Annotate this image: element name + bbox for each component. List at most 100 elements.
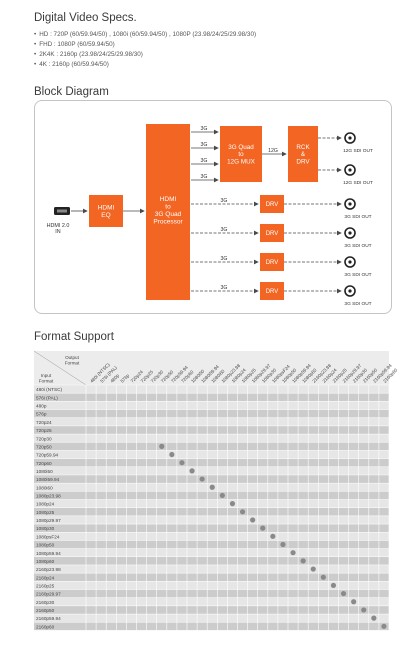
table-row-bg [34, 393, 389, 402]
supported-format-dot [179, 460, 185, 466]
12g-sdi-connector-icon-0 [344, 132, 356, 144]
input-format-label: 720p59.94 [36, 453, 59, 458]
input-format-label: 1080i60 [36, 485, 53, 490]
supported-format-dot [219, 492, 225, 499]
table-row-bg [34, 581, 389, 590]
supported-format-dot [320, 574, 326, 580]
table-row-bg [34, 499, 389, 508]
spec-item-hd: HD : 720P (60/59.94/50) , 1080i (60/59.9… [34, 30, 256, 40]
block-diagram-frame [34, 100, 392, 314]
input-format-label: 1080psF24 [36, 534, 60, 539]
table-row-bg [34, 597, 389, 606]
input-format-label: 480i (NTSC) [36, 387, 62, 392]
3g-sdi-connector-icon-1-pin [348, 231, 352, 235]
supported-format-dot [169, 451, 175, 458]
input-format-label: 2160p59.94 [36, 616, 61, 621]
link-3g-label-drv-3: 3G [221, 285, 228, 291]
input-format-label: 1080p24 [36, 502, 55, 507]
supported-format-dot [189, 468, 195, 474]
table-row-bg [34, 458, 389, 467]
input-format-label: 720p60 [36, 461, 52, 466]
input-format-label: 1080p30 [36, 526, 55, 531]
12g-sdi-out-label-0: 12G SDI OUT [343, 148, 373, 154]
input-format-label: 720p50 [36, 444, 52, 449]
input-format-label: 720p25 [36, 428, 52, 433]
spec-item-2k4k: 2K4K : 2160p (23.98/24/25/29.98/30) [34, 50, 256, 60]
supported-format-dot [199, 476, 205, 482]
12g-sdi-connector-icon-1 [344, 164, 356, 176]
3g-sdi-out-label-0: 3G SDI OUT [344, 214, 371, 220]
supported-format-dot [239, 509, 246, 515]
supported-format-dot [229, 501, 236, 507]
input-format-label: 576i (PAL) [36, 395, 58, 400]
table-row-bg [34, 524, 389, 533]
supported-format-dot [209, 484, 215, 490]
3g-sdi-out-label-2: 3G SDI OUT [344, 272, 371, 278]
12g-sdi-out-label-1: 12G SDI OUT [343, 180, 373, 186]
drv-block-1 [260, 224, 284, 242]
hdmi-eq-block [89, 195, 123, 227]
drv-block-3 [260, 282, 284, 300]
output-format-header: 480p [109, 373, 120, 384]
specs-title: Digital Video Specs. [34, 12, 137, 24]
link-3g-label-drv-2: 3G [221, 256, 228, 262]
input-format-label: 2160p23.98 [36, 567, 61, 572]
link-3g-label-mux-3: 3G [201, 174, 208, 180]
input-format-label: 1080p59.94 [36, 551, 61, 556]
table-row-bg [34, 409, 389, 418]
table-row-bg [34, 564, 389, 574]
supported-format-dot [330, 582, 337, 589]
rck-drv-label: RCK&DRV [296, 144, 310, 165]
drv-block-2 [260, 253, 284, 271]
table-row-bg [34, 605, 389, 615]
table-row-bg [34, 434, 389, 443]
link-12g-label: 12G [268, 148, 278, 154]
table-row-bg [34, 491, 389, 500]
table-row-bg [34, 474, 389, 484]
supported-format-dot [381, 623, 387, 629]
format-header-bg [34, 351, 389, 385]
spec-item-4k: 4K : 2160p (60/59.94/50) [34, 60, 256, 70]
supported-format-dot [361, 607, 367, 613]
supported-format-dot [300, 558, 306, 564]
input-format-label: 1080p50 [36, 543, 55, 548]
3g-sdi-connector-icon-3-pin [348, 289, 352, 293]
12g-sdi-connector-icon-0-pin [348, 136, 352, 140]
3g-sdi-connector-icon-1 [344, 227, 356, 239]
supported-format-dot [280, 541, 286, 548]
input-format-label: 2160p60 [36, 624, 55, 629]
3g-sdi-out-label-1: 3G SDI OUT [344, 243, 371, 249]
table-row-bg [34, 556, 389, 565]
supported-format-dot [340, 590, 347, 597]
supported-format-dot [310, 566, 316, 572]
table-row-bg [34, 515, 389, 525]
output-format-header: 576p [120, 373, 131, 384]
supported-format-dot [371, 615, 377, 621]
specs-list: HD : 720P (60/59.94/50) , 1080i (60/59.9… [34, 30, 256, 70]
table-row-bg [34, 573, 389, 582]
supported-format-dot [260, 525, 266, 531]
input-format-label: 1080p60 [36, 559, 55, 564]
input-format-label: 2160p29.97 [36, 592, 61, 597]
drv-label-3: DRV [266, 289, 279, 295]
input-format-label: 2160p30 [36, 600, 55, 605]
format-support-title: Format Support [34, 331, 114, 343]
table-row-bg [34, 442, 389, 451]
3g-sdi-connector-icon-3 [344, 285, 356, 297]
input-format-label: 1080p29.97 [36, 518, 61, 523]
input-format-label: 720p30 [36, 436, 52, 441]
input-format-label: 1080p25 [36, 510, 55, 515]
input-format-label: 576p [36, 412, 47, 417]
link-3g-label-mux-1: 3G [201, 142, 208, 148]
processor-block [146, 124, 190, 300]
link-3g-label-mux-0: 3G [201, 126, 208, 132]
table-row-bg [34, 425, 389, 435]
input-format-label: 2160p50 [36, 608, 55, 613]
3g-sdi-connector-icon-2-pin [348, 260, 352, 264]
table-row-bg [34, 450, 389, 459]
